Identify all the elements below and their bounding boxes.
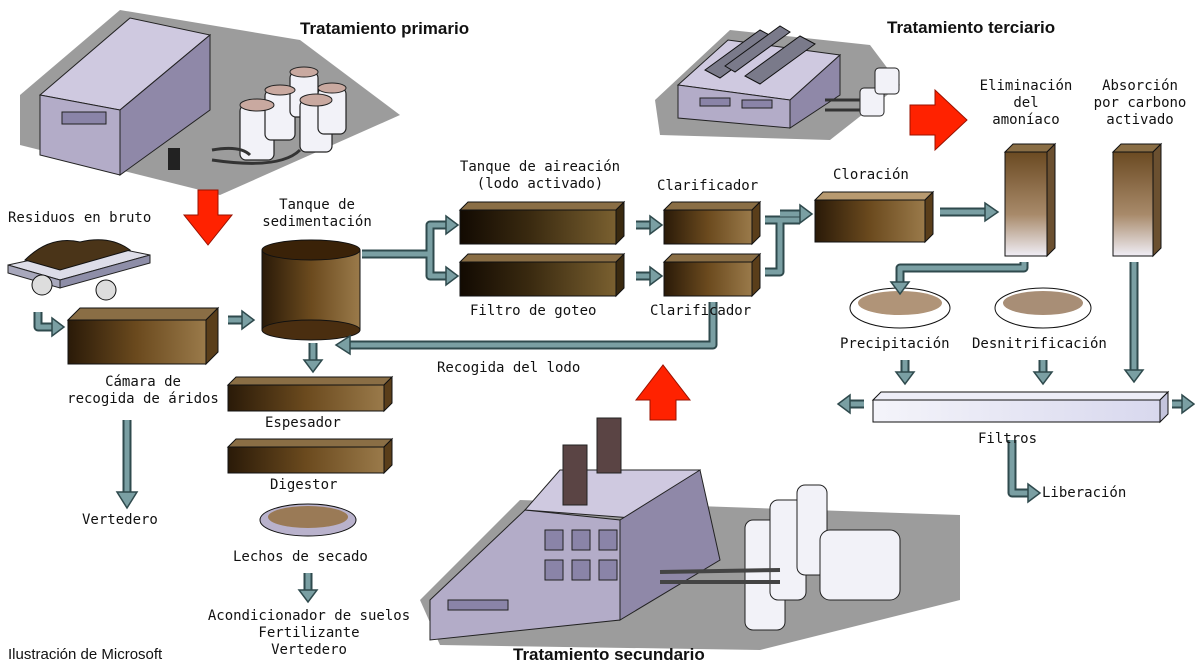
label-clarifier-bottom: Clarificador [650, 303, 752, 319]
label-raw-waste: Residuos en bruto [8, 210, 152, 226]
raw-waste-cart [7, 239, 151, 301]
label-digester: Digestor [270, 477, 338, 493]
label-release: Liberación [1042, 485, 1127, 501]
tertiary-treatment-plant [655, 25, 900, 140]
credit-text: Ilustración de Microsoft [8, 646, 163, 663]
secondary-treatment-title: Tratamiento secundario [513, 645, 705, 664]
label-sludge-uses: Acondicionador de suelos Fertilizante Ve… [207, 608, 411, 658]
clarifier-top-box [662, 200, 762, 246]
primary-treatment-title: Tratamiento primario [300, 19, 470, 38]
digester-box [226, 437, 394, 475]
drying-beds-dish [259, 503, 357, 537]
label-aeration-tank: Tanque de aireación(lodo activado) [459, 159, 621, 192]
label-denitrification: Desnitrificación [972, 336, 1107, 352]
aeration-tank-box [458, 200, 626, 246]
label-clarifier-top: Clarificador [657, 178, 759, 194]
tertiary-right-arrow [909, 88, 968, 152]
label-filters: Filtros [978, 431, 1038, 447]
grit-chamber-box [66, 306, 220, 366]
sedimentation-tank [261, 239, 361, 341]
tertiary-treatment-title: Tratamiento terciario [887, 18, 1056, 37]
carbon-absorption-tower [1111, 142, 1163, 258]
denitrification-dish [994, 287, 1092, 329]
label-trickling-filter: Filtro de goteo [470, 303, 597, 319]
trickling-filter-box [458, 252, 626, 298]
secondary-up-arrow [634, 364, 692, 421]
filters-box [871, 390, 1170, 424]
label-chlorination: Cloración [833, 167, 909, 183]
ammonia-removal-tower [1003, 142, 1057, 258]
thickener-box [226, 375, 394, 413]
flow-arrowheads [51, 201, 1195, 604]
primary-treatment-plant [20, 10, 400, 195]
pipe-to-filters-outline [900, 360, 1048, 372]
label-precipitation: Precipitación [840, 336, 950, 352]
clarifier-bottom-box [662, 252, 762, 298]
label-sludge-collection: Recogida del lodo [437, 360, 581, 376]
pipe-tank-to-split-outline [362, 220, 446, 281]
pipe-to-clarifiers-outline [636, 220, 650, 281]
label-drying-beds: Lechos de secado [233, 549, 368, 565]
label-thickener: Espesador [265, 415, 341, 431]
secondary-treatment-plant [420, 417, 960, 650]
label-landfill-left: Vertedero [82, 512, 158, 528]
primary-down-arrow [182, 189, 234, 246]
chlorination-box [813, 190, 935, 244]
precipitation-dish [849, 287, 951, 329]
